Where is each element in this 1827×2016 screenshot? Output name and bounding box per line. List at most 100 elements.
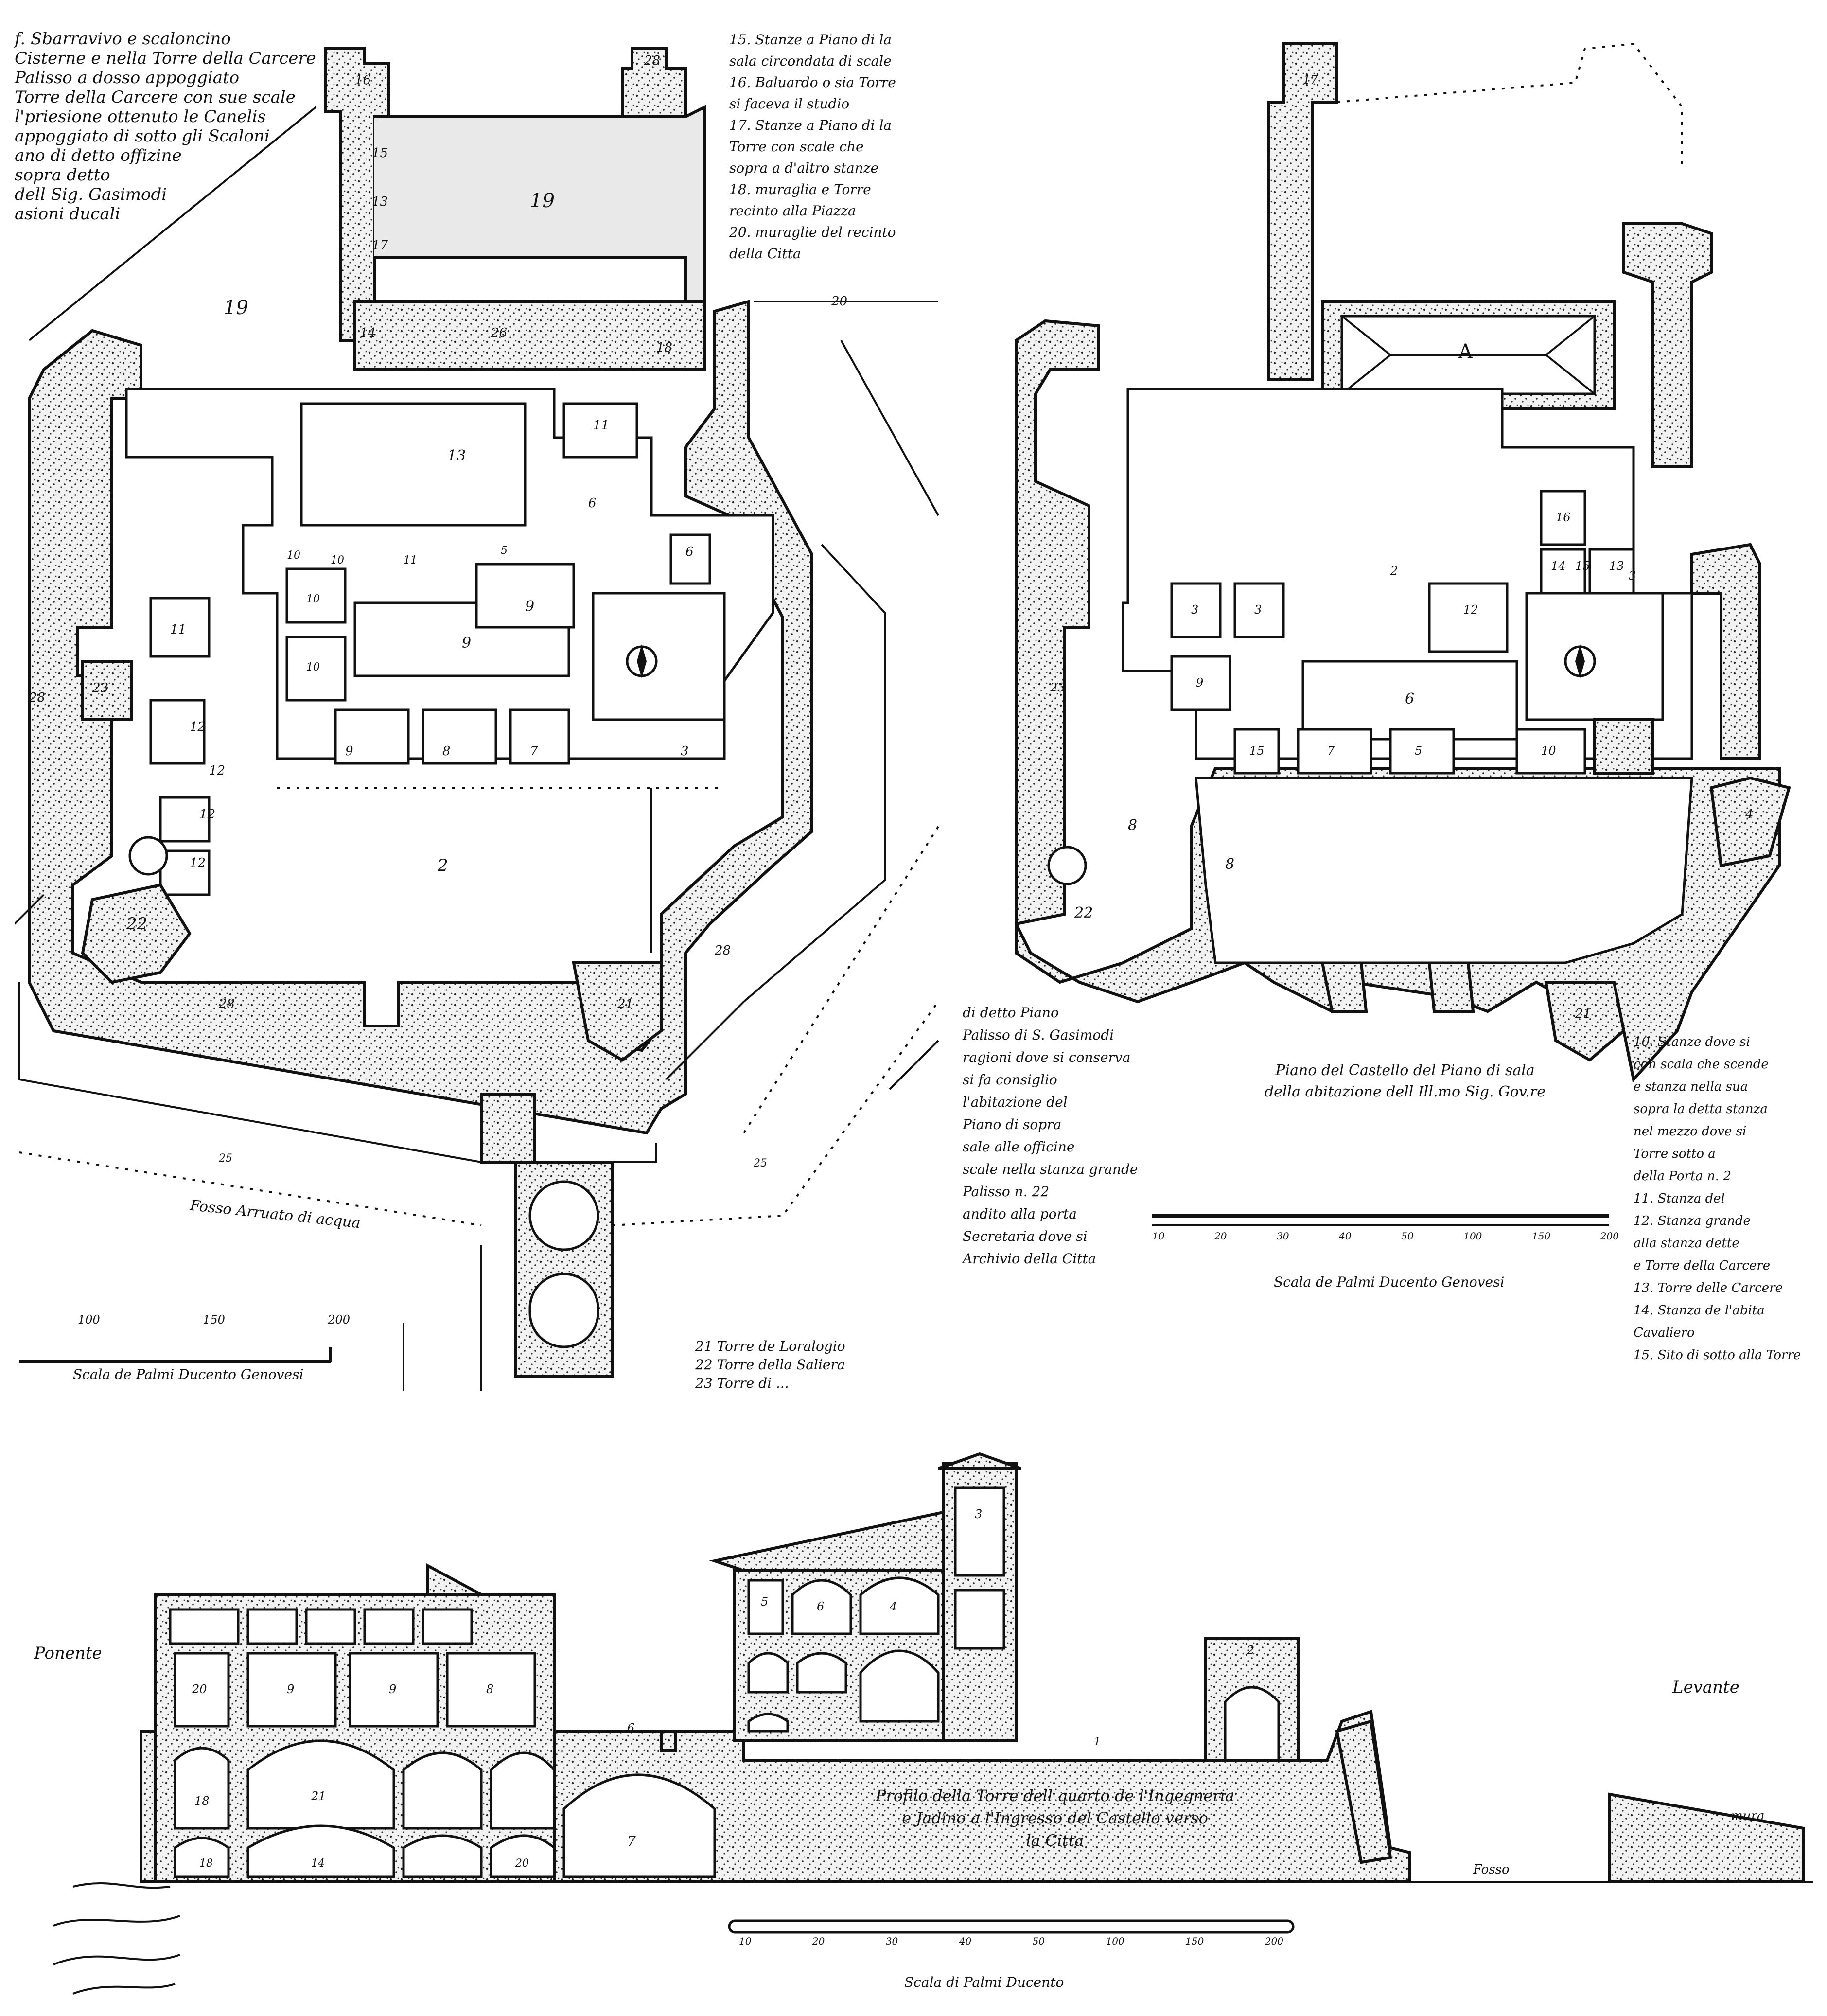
room-number: 28	[29, 690, 46, 705]
room-number: 21	[311, 1789, 326, 1803]
room-number: 22	[1074, 904, 1093, 921]
note-line: e stanza nella sua	[1634, 1079, 1748, 1094]
scale-tick: 30	[1277, 1230, 1289, 1242]
room-10	[1515, 728, 1586, 775]
note-line: nel mezzo dove si	[1634, 1124, 1747, 1139]
room-number: 2	[1390, 564, 1398, 578]
room-top-4	[363, 1608, 415, 1645]
room-number: 10	[331, 554, 344, 566]
note-line: sala circondata di scale	[729, 53, 892, 69]
note-line: Palisso n. 22	[963, 1184, 1050, 1200]
room-number: 3	[1629, 569, 1636, 583]
room-number: 13	[372, 195, 388, 209]
room-9	[1170, 655, 1231, 711]
tower-north-east	[1622, 222, 1713, 468]
room-number: 21	[1575, 1007, 1592, 1021]
tower-17	[1267, 42, 1338, 381]
room-number: 19	[224, 297, 248, 319]
room-number: 18	[194, 1794, 210, 1808]
note-line: 17. Stanze a Piano di la	[729, 117, 892, 133]
vault-low-3	[402, 1834, 483, 1878]
note-line: l'priesione ottenuto le Canelis	[15, 107, 266, 126]
room-3-b	[1233, 582, 1285, 638]
note-line: sopra detto	[15, 165, 110, 185]
note-line: appoggiato di sotto gli Scaloni	[15, 126, 270, 146]
room-number: 17	[372, 238, 388, 253]
vault-21	[246, 1739, 395, 1830]
room-number: 10	[287, 549, 300, 562]
plan-caption: Piano del Castello del Piano di sala del…	[1235, 1060, 1575, 1103]
note-line: 23 Torre di ...	[695, 1375, 789, 1391]
room-13	[300, 402, 527, 527]
hall-a-roof	[1341, 315, 1596, 395]
note-line: 15. Sito di sotto alla Torre	[1634, 1348, 1801, 1362]
room-6	[1301, 660, 1518, 741]
note-line: Torre sotto a	[1634, 1147, 1716, 1161]
tower-23	[81, 660, 133, 721]
room-9-right	[475, 563, 575, 629]
note-line: 13. Torre delle Carcere	[1634, 1281, 1783, 1295]
road-west	[15, 894, 45, 925]
room-number: 9	[525, 598, 535, 615]
note-line: 20. muraglie del recinto	[729, 224, 896, 240]
room-number: 11	[404, 554, 417, 566]
room-number: 28	[715, 943, 731, 958]
bridge-arch-1	[528, 1180, 599, 1251]
note-line: della Citta	[729, 246, 801, 262]
note-line: 16. Baluardo o sia Torre	[729, 74, 896, 90]
scale-ticks: 10 20 30 40 50 100 150 200	[739, 1935, 1283, 1947]
room-number: 20	[515, 1857, 529, 1870]
courtyard-compass	[592, 592, 726, 721]
plan-right-panel: di detto Piano Palisso di S. Gasimodi ra…	[963, 29, 1818, 1439]
room-number: 12	[199, 807, 216, 822]
room-number: 14	[1551, 559, 1566, 573]
room-label-a: A	[1458, 340, 1473, 363]
room-number: 14	[360, 326, 376, 340]
room-number: 4	[890, 1600, 897, 1613]
stair-hatched	[1593, 718, 1654, 775]
room-number: 12	[190, 720, 206, 734]
note-line: 15. Stanze a Piano di la	[729, 32, 892, 48]
room-number: 20	[831, 294, 848, 309]
room-top-5	[422, 1608, 473, 1645]
room-number: 2	[1247, 1644, 1255, 1657]
room-number: 23	[1050, 681, 1065, 694]
vault-right	[490, 1751, 556, 1830]
note-line: 11. Stanza del	[1634, 1191, 1725, 1206]
room-number: 8	[442, 744, 451, 759]
scale-tick: 200	[1600, 1230, 1619, 1242]
room-number: 5	[761, 1595, 769, 1609]
room-number: 8	[1128, 817, 1138, 834]
note-line: con scala che scende	[1634, 1057, 1769, 1072]
room-number: 25	[754, 1157, 767, 1169]
notes-left: di detto Piano Palisso di S. Gasimodi ra…	[963, 1002, 1167, 1270]
scale-label: Scala de Palmi Ducento Genovesi	[73, 1366, 304, 1382]
caption-line: Profilo della Torre dell quarto de l'Ing…	[876, 1786, 1234, 1805]
scale-tick: 50	[1401, 1230, 1414, 1242]
note-line: Torre della Carcere con sue scale	[15, 88, 296, 107]
room-number: 3	[681, 744, 689, 759]
room-11-north	[562, 402, 638, 459]
room-14	[1540, 548, 1586, 595]
room-9-b	[349, 1652, 439, 1728]
entrance-bridge	[480, 1093, 536, 1164]
vault-lower-3	[859, 1649, 940, 1723]
scale-label: Scala de Palmi Ducento Genovesi	[1274, 1274, 1505, 1290]
plan-left-drawing	[15, 47, 939, 1391]
round-turret	[128, 836, 168, 876]
scale-tick: 40	[959, 1935, 972, 1947]
note-line: Archivio della Citta	[963, 1251, 1096, 1267]
moat-dashed-1	[19, 1151, 482, 1226]
section-right-label: Levante	[1672, 1678, 1739, 1697]
note-line: Torre con scale che	[729, 139, 864, 155]
note-line: 10. Stanze dove si	[1634, 1035, 1750, 1049]
note-line: 18. muraglia e Torre	[729, 181, 871, 197]
scale-tick: 40	[1339, 1230, 1352, 1242]
room-10-a	[285, 567, 347, 624]
room-number: 10	[306, 661, 320, 673]
note-line: Cisterne e nella Torre della Carcere	[15, 49, 316, 68]
note-line: l'abitazione del	[963, 1094, 1068, 1110]
east-bastion	[1690, 543, 1761, 760]
outer-wall	[1608, 1792, 1805, 1883]
room-number: 4	[1745, 807, 1754, 822]
